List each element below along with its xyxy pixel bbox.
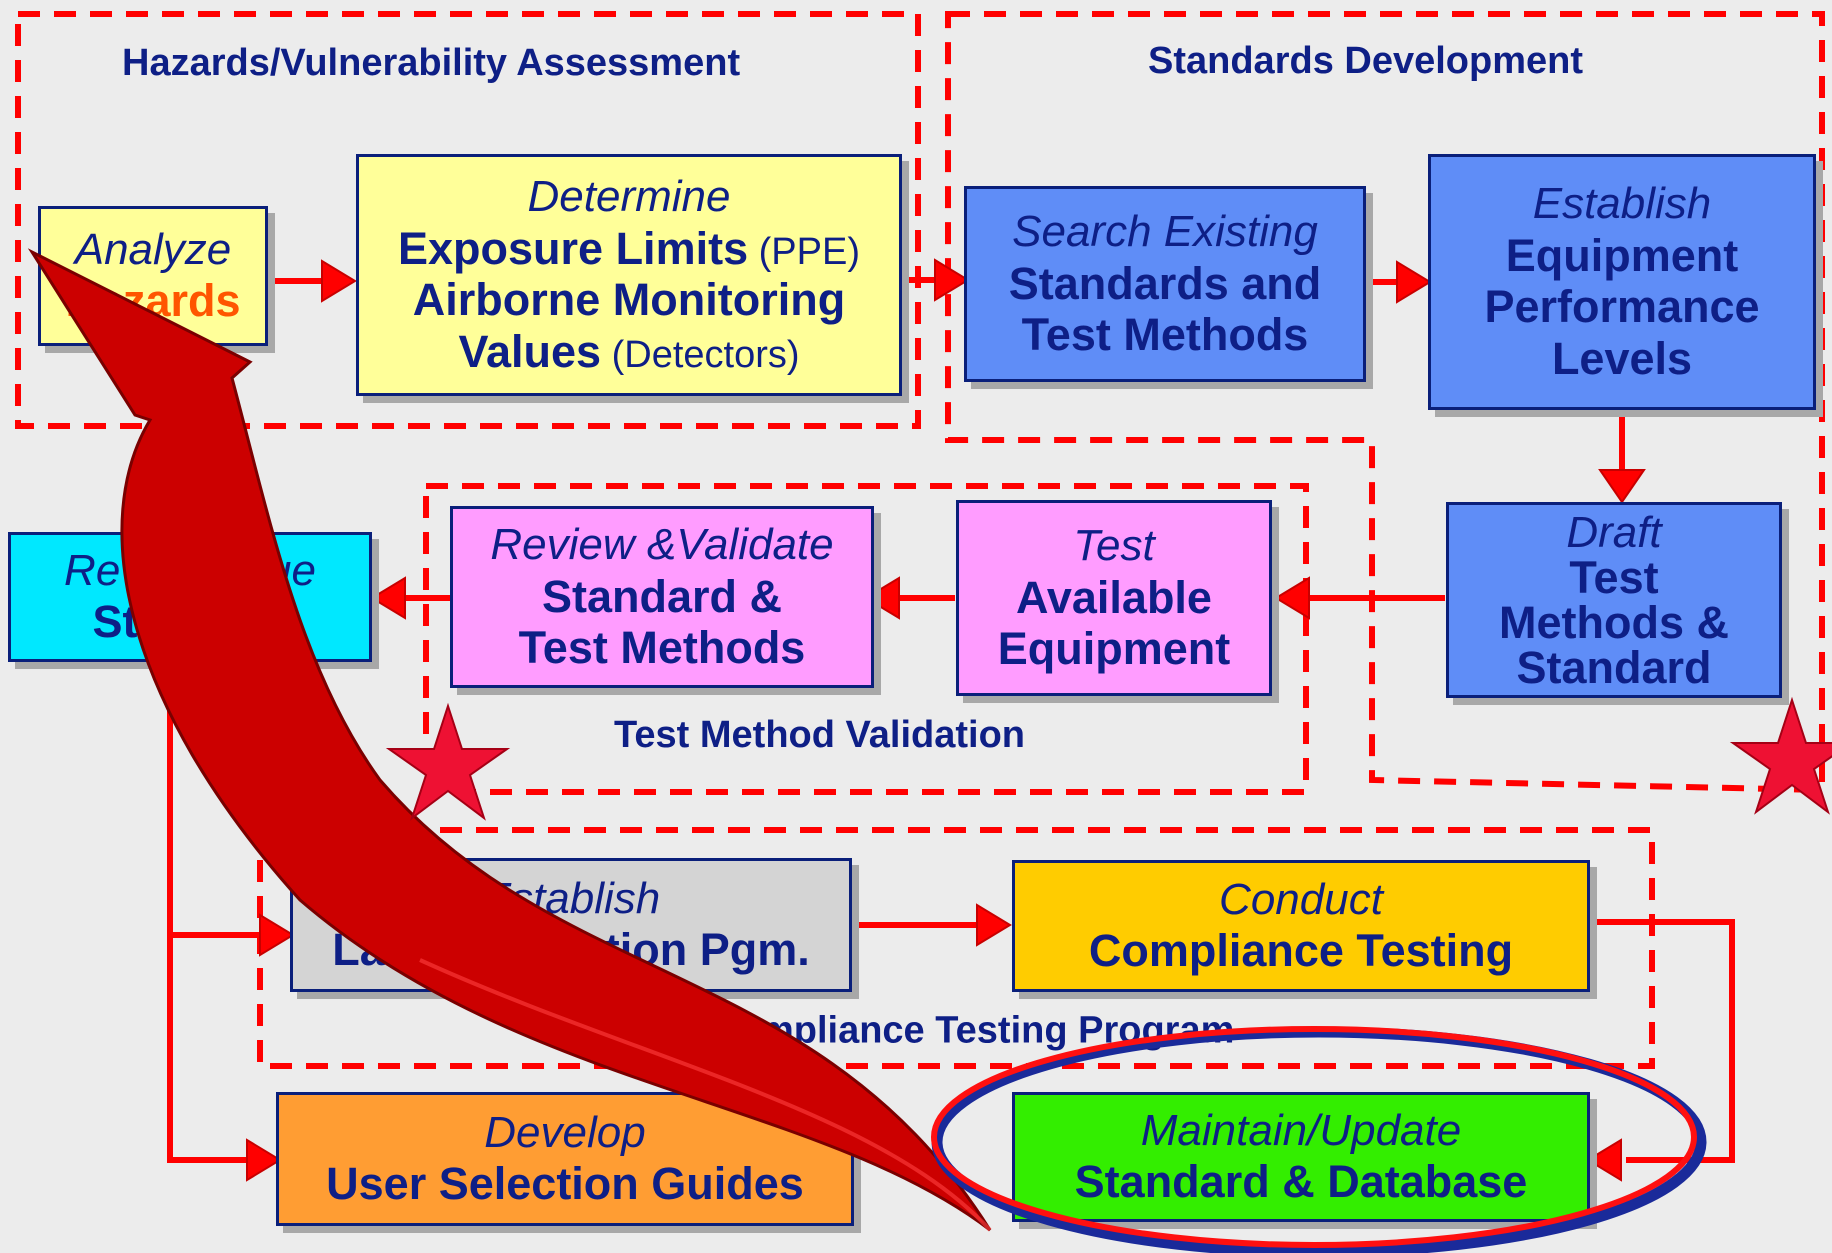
box-italic: Maintain/Update <box>1140 1105 1462 1155</box>
box-bold: Standard & <box>541 570 783 622</box>
test-equipment-box: Test Available Equipment <box>956 500 1272 696</box>
line-revise-develop <box>167 664 250 1163</box>
determine-limits-box: Determine Exposure Limits (PPE) Airborne… <box>356 154 902 396</box>
hazards-section-title: Hazards/Vulnerability Assessment <box>122 42 741 84</box>
box-bold: Performance <box>1484 281 1760 333</box>
box-bold: Methods & <box>1499 596 1729 648</box>
box-bold: Standard <box>92 596 288 648</box>
box-line-3: Values (Detectors) <box>458 326 799 378</box>
analyze-hazards-box: Analyze Hazards <box>38 206 268 346</box>
box-bold: Equipment <box>1505 229 1739 281</box>
compliance-section-title: 3rd Party Compliance Testing Program <box>548 1008 1234 1053</box>
arrowhead <box>1586 1138 1622 1182</box>
box-italic: Review &Validate <box>490 519 834 569</box>
user-guides-box: Develop User Selection Guides <box>276 1092 854 1226</box>
compliance-prefix: 3 <box>548 1009 570 1052</box>
box-bold: Test <box>1569 551 1659 603</box>
review-validate-box: Review &Validate Standard & Test Methods <box>450 506 874 688</box>
revise-standard-box: Revise/Issue Standard <box>8 532 372 662</box>
lab-certification-box: Establish Lab Certification Pgm. <box>290 858 852 992</box>
box-italic: Draft <box>1566 507 1662 557</box>
arrowhead <box>1396 260 1432 304</box>
box-bold: Standard & Database <box>1074 1156 1528 1208</box>
box-bold: Levels <box>1551 333 1693 385</box>
compliance-testing-box: Conduct Compliance Testing <box>1012 860 1590 992</box>
standards-section-title: Standards Development <box>1148 40 1583 82</box>
box-bold: Hazards <box>65 275 241 327</box>
validation-section-title: Test Method Validation <box>614 714 1025 756</box>
box-italic: Conduct <box>1219 874 1383 924</box>
box-normal: (Detectors) <box>601 334 800 377</box>
arrowhead <box>1274 576 1310 620</box>
compliance-sup: rd <box>569 1008 594 1035</box>
box-bold: Compliance Testing <box>1088 925 1514 977</box>
maintain-database-box: Maintain/Update Standard & Database <box>1012 1092 1590 1222</box>
box-bold: Test Methods <box>1021 309 1309 361</box>
box-italic: Search Existing <box>1012 206 1318 256</box>
search-standards-box: Search Existing Standards and Test Metho… <box>964 186 1366 382</box>
box-normal: (PPE) <box>748 230 860 273</box>
draft-methods-box: Draft Test Methods & Standard <box>1446 502 1782 698</box>
box-line-1: Exposure Limits (PPE) <box>398 223 860 275</box>
establish-performance-box: Establish Equipment Performance Levels <box>1428 154 1816 410</box>
box-bold: Available <box>1016 571 1212 623</box>
box-italic: Develop <box>484 1107 646 1157</box>
box-bold: Exposure Limits <box>398 222 749 274</box>
compliance-rest: Party Compliance Testing Program <box>593 1009 1235 1052</box>
box-italic: Establish <box>1532 179 1712 229</box>
hazards-region <box>15 11 921 429</box>
arrowhead <box>1598 469 1646 504</box>
box-italic: Determine <box>527 172 731 222</box>
box-italic: Revise/Issue <box>64 545 316 595</box>
box-italic: Analyze <box>74 224 232 274</box>
box-italic: Establish <box>481 873 661 923</box>
line-conduct-maintain <box>1588 919 1735 1163</box>
box-bold: Standard <box>1516 641 1712 693</box>
arrowhead <box>259 913 295 957</box>
arrowhead <box>321 259 357 303</box>
arrowhead <box>976 903 1012 947</box>
arrowhead <box>370 576 406 620</box>
box-italic: Test <box>1073 520 1155 570</box>
box-bold: Airborne Monitoring <box>412 274 846 326</box>
box-bold: Test Methods <box>518 622 806 674</box>
box-bold: User Selection Guides <box>326 1158 804 1210</box>
box-bold: Standards and <box>1008 257 1322 309</box>
box-bold: Values <box>458 326 602 378</box>
box-bold: Equipment <box>997 623 1231 675</box>
box-bold: Lab Certification Pgm. <box>332 924 810 976</box>
